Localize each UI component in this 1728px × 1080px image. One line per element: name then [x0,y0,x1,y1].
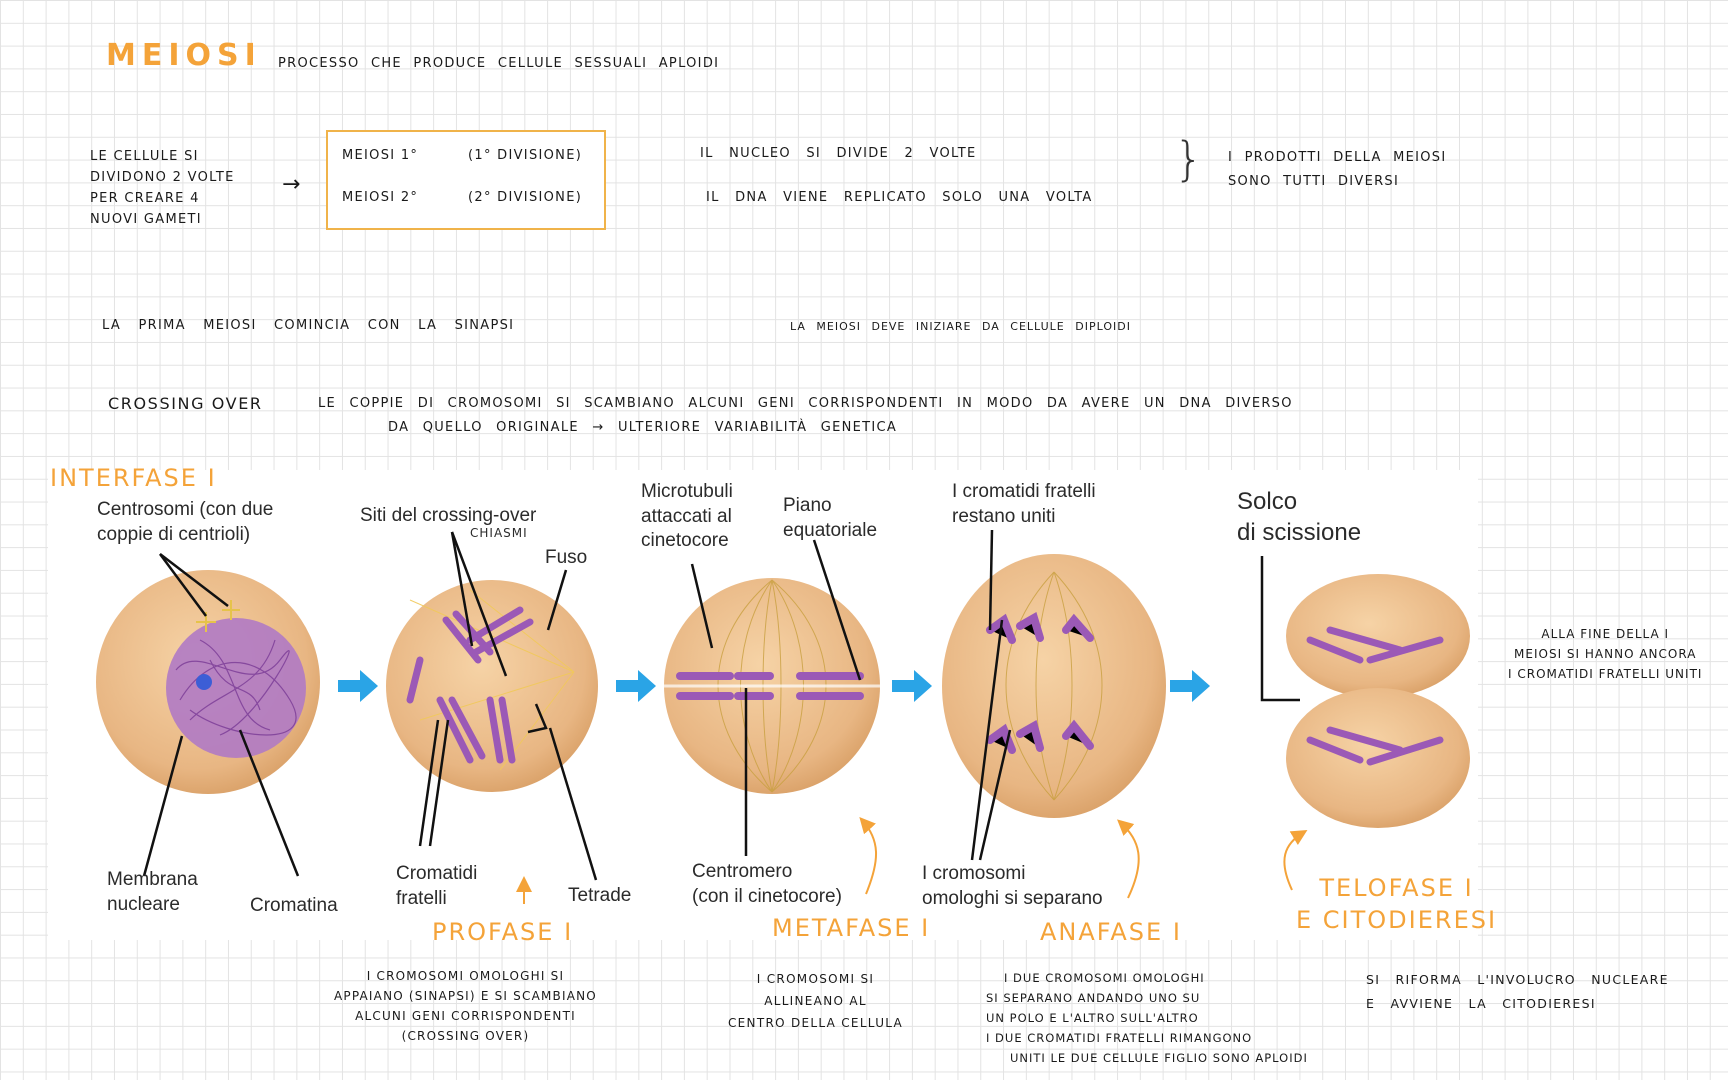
crossing-over-line-1: LE COPPIE DI CROMOSOMI SI SCAMBIANO ALCU… [318,396,1293,411]
meiosi-division-box: MEIOSI 1° (1° DIVISIONE) MEIOSI 2° (2° D… [326,130,606,230]
page-title: MEIOSI [106,38,262,73]
sinapsi-note: LA PRIMA MEIOSI COMINCIA CON LA SINAPSI [102,318,515,333]
meiosi-2-desc: (2° DIVISIONE) [468,190,583,205]
meiosi-2-label: MEIOSI 2° [342,190,419,205]
crossing-over-label: CROSSING OVER [108,394,263,413]
page-subtitle: PROCESSO CHE PRODUCE CELLULE SESSUALI AP… [278,56,720,71]
interfase-title: INTERFASE I [50,464,217,492]
anafase-caption: I DUE CROMOSOMI OMOLOGHI SI SEPARANO AND… [986,971,1308,1065]
diploid-note: LA MEIOSI DEVE INIZIARE DA CELLULE DIPLO… [790,320,1131,333]
telofase-cells [1286,574,1470,828]
stage-metafase: METAFASE I [772,914,931,942]
label-fuso: Fuso [545,547,588,568]
label-cromatina: Cromatina [250,895,338,916]
curly-brace: } [1174,132,1205,186]
metafase-cell [664,578,880,794]
interfase-cell [96,570,320,794]
dna-note: IL DNA VIENE REPLICATO SOLO UNA VOLTA [706,190,1093,205]
stage-arrows [338,670,1210,702]
leader-lines [142,529,1300,881]
stage-profase: PROFASE I [432,918,574,946]
cells-divide-note: LE CELLULE SI DIVIDONO 2 VOLTE PER CREAR… [90,149,235,227]
profase-cell [386,580,598,792]
meiosi-1-desc: (1° DIVISIONE) [468,148,583,163]
anafase-cell [942,554,1166,818]
meiosi-1-label: MEIOSI 1° [342,148,419,163]
label-siti-crossing: Siti del crossing-over [360,505,537,526]
crossing-over-line-2: DA QUELLO ORIGINALE → ULTERIORE VARIABIL… [388,420,898,435]
stage-anafase: ANAFASE I [1040,918,1182,946]
right-arrow: → [282,172,303,197]
label-tetrade: Tetrade [568,885,632,906]
nucleus-note: IL NUCLEO SI DIVIDE 2 VOLTE [700,146,977,161]
label-chiasmi: CHIASMI [470,526,528,540]
label-centromero: Centromero(con il cinetocore) [692,861,842,907]
products-note: I PRODOTTI DELLA MEIOSI SONO TUTTI DIVER… [1228,150,1447,189]
